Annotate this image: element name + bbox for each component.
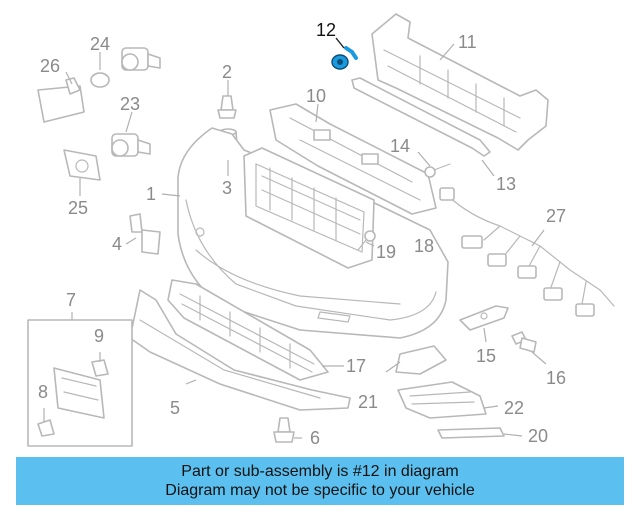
leader-lines	[43, 37, 547, 439]
part-6-bolt	[273, 417, 295, 443]
callout-labels: 26 24 23 25 2 3 4 1 10 12 11 14 13 27 19…	[38, 20, 566, 448]
banner-line-1: Part or sub-assembly is #12 in diagram	[181, 463, 459, 480]
callout-20: 20	[528, 426, 548, 446]
part-2-bolt	[217, 95, 237, 119]
callout-10: 10	[306, 86, 326, 106]
part-23-parking-sensor-upper	[121, 47, 161, 71]
part-10-absorber	[269, 103, 437, 215]
part-15-reflector	[459, 305, 509, 331]
part-11-reinforcement	[371, 13, 549, 151]
info-banner: Part or sub-assembly is #12 in diagram D…	[16, 457, 624, 505]
part-23-parking-sensor-lower	[111, 133, 151, 157]
callout-12: 12	[316, 20, 336, 40]
callout-1: 1	[146, 184, 156, 204]
callout-26: 26	[40, 56, 60, 76]
part-22-fog-trim	[397, 381, 487, 419]
callout-3: 3	[222, 178, 232, 198]
callout-9: 9	[94, 326, 104, 346]
callout-7: 7	[66, 290, 76, 310]
part-20-trim-strip	[437, 427, 505, 439]
callout-16: 16	[546, 368, 566, 388]
part-5-spoiler	[129, 289, 351, 411]
part-18-grille-frame	[243, 147, 375, 269]
part-27-wiring-harness	[439, 187, 615, 317]
callout-6: 6	[310, 428, 320, 448]
callout-14: 14	[390, 136, 410, 156]
callout-22: 22	[504, 398, 524, 418]
part-12-bolt-highlighted	[331, 46, 358, 70]
callout-13: 13	[496, 174, 516, 194]
part-8-plate-bracket	[37, 367, 105, 437]
banner-line-2: Diagram may not be specific to your vehi…	[165, 482, 475, 499]
part-26-bracket	[37, 77, 85, 123]
part-17-lower-grille	[167, 279, 329, 381]
part-14-screw	[424, 163, 451, 178]
callout-5: 5	[170, 398, 180, 418]
callout-15: 15	[476, 346, 496, 366]
part-24-grommet	[90, 72, 110, 88]
part-4-clip	[129, 213, 161, 255]
callout-18: 18	[414, 236, 434, 256]
callout-11: 11	[458, 32, 477, 52]
part-25-sensor-bracket	[63, 149, 101, 181]
callout-24: 24	[90, 34, 110, 54]
callout-21: 21	[358, 392, 378, 412]
part-16-bolt	[511, 331, 537, 353]
callout-4: 4	[112, 234, 122, 254]
callout-27: 27	[546, 206, 566, 226]
part-21-bezel	[395, 345, 447, 375]
callout-25: 25	[68, 198, 88, 218]
callout-17: 17	[346, 356, 366, 376]
part-13-strip	[351, 77, 491, 157]
callout-8: 8	[38, 382, 48, 402]
callout-19: 19	[376, 242, 396, 262]
callout-23: 23	[120, 94, 140, 114]
part-19-clip	[357, 230, 376, 251]
callout-2: 2	[222, 62, 232, 82]
parts-diagram: 26 24 23 25 2 3 4 1 10 12 11 14 13 27 19…	[27, 13, 615, 448]
